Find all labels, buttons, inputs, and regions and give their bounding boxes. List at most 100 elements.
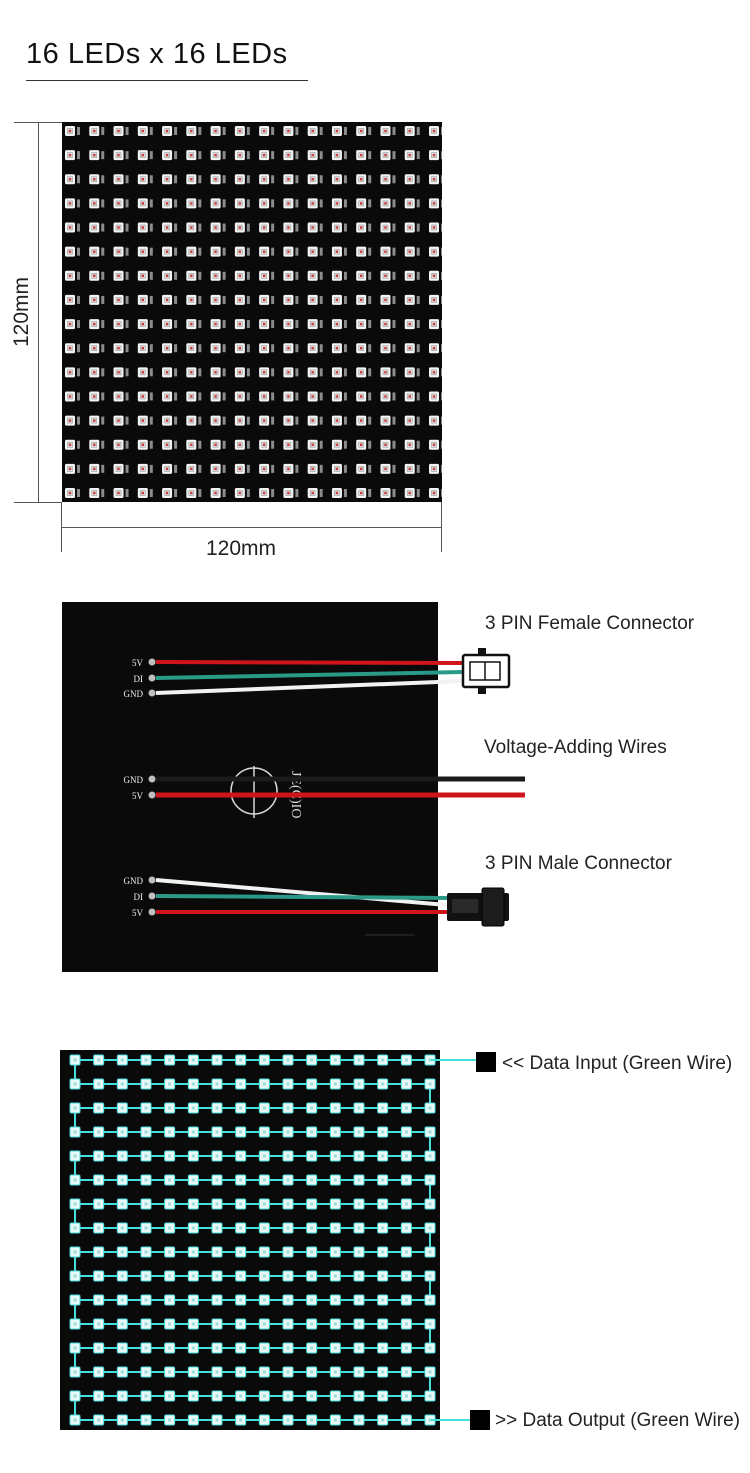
led (282, 1318, 294, 1330)
height-dimension-bottom-tick (14, 502, 62, 503)
led (424, 1342, 436, 1354)
led (331, 439, 347, 450)
led (353, 1366, 365, 1378)
led (187, 1390, 199, 1402)
led (93, 1366, 105, 1378)
led (429, 174, 442, 185)
led (140, 1390, 152, 1402)
led (404, 463, 420, 474)
led (210, 367, 226, 378)
led (400, 1150, 412, 1162)
led (162, 463, 178, 474)
led (187, 1222, 199, 1234)
led (89, 439, 105, 450)
led (259, 294, 275, 305)
solder-pad (148, 791, 156, 799)
led (65, 488, 80, 498)
led (186, 150, 202, 161)
led (259, 439, 275, 450)
led (140, 1318, 152, 1330)
led (164, 1174, 176, 1186)
led (356, 415, 372, 426)
pin-label: GND (124, 775, 144, 785)
led (116, 1390, 128, 1402)
led (69, 1126, 81, 1138)
led (235, 1366, 247, 1378)
led (116, 1198, 128, 1210)
led (259, 198, 275, 209)
led (283, 294, 299, 305)
led (69, 1294, 81, 1306)
data-output-marker (470, 1410, 490, 1430)
led (283, 198, 299, 209)
led (400, 1294, 412, 1306)
led (331, 319, 347, 330)
led (331, 270, 347, 281)
led (306, 1054, 318, 1066)
led (234, 222, 250, 233)
led (89, 174, 105, 185)
led (259, 174, 275, 185)
led (116, 1222, 128, 1234)
led (113, 367, 129, 378)
led (380, 294, 396, 305)
led (210, 439, 226, 450)
led (137, 319, 153, 330)
led (283, 391, 299, 402)
led (306, 1270, 318, 1282)
led (404, 343, 420, 354)
led (283, 343, 299, 354)
led (140, 1126, 152, 1138)
led (140, 1270, 152, 1282)
led (69, 1414, 81, 1426)
led-matrix-front (62, 122, 442, 502)
led (307, 391, 323, 402)
led (377, 1198, 389, 1210)
led (258, 1126, 270, 1138)
led (380, 463, 396, 474)
led (356, 439, 372, 450)
led (283, 319, 299, 330)
led (113, 439, 129, 450)
led (429, 415, 442, 426)
led (380, 270, 396, 281)
led (400, 1102, 412, 1114)
led (400, 1198, 412, 1210)
led (211, 1222, 223, 1234)
led (137, 463, 153, 474)
led (162, 126, 178, 136)
led (282, 1078, 294, 1090)
led (65, 463, 80, 474)
led (211, 1102, 223, 1114)
led (113, 246, 129, 257)
led (164, 1198, 176, 1210)
led (234, 367, 250, 378)
led (404, 415, 420, 426)
led (186, 488, 202, 498)
led (259, 222, 275, 233)
male-connector-label: 3 PIN Male Connector (485, 853, 672, 874)
led (164, 1150, 176, 1162)
led (380, 319, 396, 330)
led (259, 415, 275, 426)
led (356, 150, 372, 161)
led (65, 174, 80, 185)
led (353, 1102, 365, 1114)
led (404, 150, 420, 161)
led (306, 1222, 318, 1234)
led (186, 126, 202, 136)
pin-label: 5V (132, 791, 144, 801)
led (306, 1366, 318, 1378)
female-connector (461, 648, 511, 694)
led (69, 1174, 81, 1186)
led (162, 391, 178, 402)
width-dimension-label: 120mm (206, 537, 277, 560)
led (424, 1102, 436, 1114)
led (186, 222, 202, 233)
led (93, 1390, 105, 1402)
led (307, 270, 323, 281)
led (211, 1414, 223, 1426)
female-connector-label: 3 PIN Female Connector (485, 613, 695, 634)
led (93, 1294, 105, 1306)
led (93, 1270, 105, 1282)
